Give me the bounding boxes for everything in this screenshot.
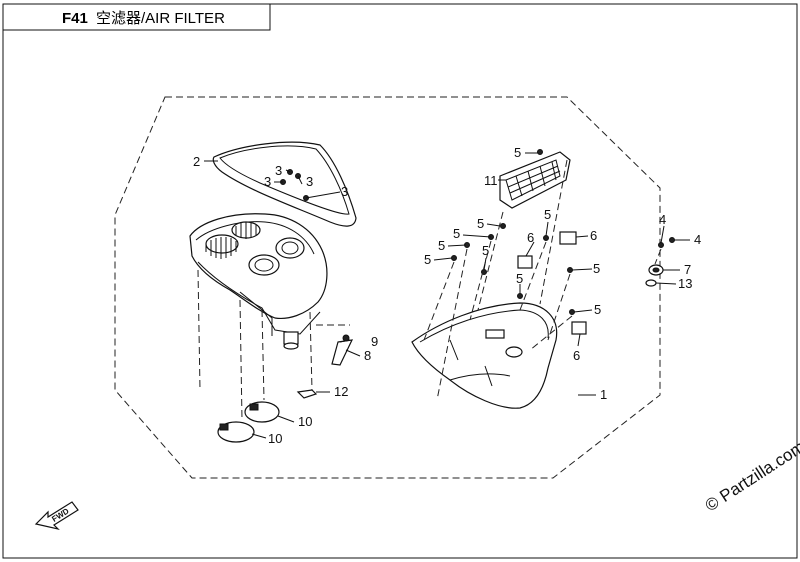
callout-2: 2 <box>193 154 200 169</box>
callout-5: 5 <box>453 226 460 241</box>
callout-12: 12 <box>334 384 348 399</box>
callout-3: 3 <box>264 174 271 189</box>
fwd-arrow-icon: FWD <box>34 501 79 531</box>
callout-5: 5 <box>594 302 601 317</box>
callout-6: 6 <box>527 230 534 245</box>
part-6-rubber-blocks <box>517 231 587 335</box>
callout-1: 1 <box>600 387 607 402</box>
title-box: F41 空滤器/AIR FILTER <box>2 3 271 31</box>
callout-5: 5 <box>544 207 551 222</box>
watermark-text: © Partzilla.com <box>702 437 800 515</box>
intake-duct <box>205 221 261 259</box>
diagram-title: 空滤器/AIR FILTER <box>96 10 225 27</box>
alignment-lines <box>197 159 662 421</box>
callout-11: 11 <box>484 173 498 188</box>
callout-5: 5 <box>516 271 523 286</box>
callout-9: 9 <box>371 334 378 349</box>
part-8-9-12-drain-parts <box>296 334 354 399</box>
part-11-filter-element <box>499 151 571 209</box>
page-frame <box>2 3 798 559</box>
air-box-upper <box>189 213 328 350</box>
leader-lines <box>204 152 690 439</box>
callout-5: 5 <box>438 238 445 253</box>
diagram-code: F41 <box>62 10 88 27</box>
callout-3: 3 <box>306 174 313 189</box>
callout-10: 10 <box>268 431 282 446</box>
assembly-outline <box>114 96 661 479</box>
part-1-lower-housing <box>411 302 558 409</box>
callout-5: 5 <box>514 145 521 160</box>
callout-5: 5 <box>482 243 489 258</box>
callout-3: 3 <box>275 163 282 178</box>
part-5-screws <box>451 149 575 315</box>
callout-5: 5 <box>593 261 600 276</box>
callout-6: 6 <box>573 348 580 363</box>
part-10-hose-clamps <box>217 401 280 443</box>
callout-3: 3 <box>341 184 348 199</box>
callout-4: 4 <box>659 212 666 227</box>
callout-4: 4 <box>694 232 701 247</box>
callout-13: 13 <box>678 276 692 291</box>
callout-8: 8 <box>364 348 371 363</box>
callout-7: 7 <box>684 262 691 277</box>
callout-labels: 2 3 3 3 3 5 11 5 5 5 5 5 5 5 5 5 6 6 6 4… <box>193 145 701 446</box>
callout-6: 6 <box>590 228 597 243</box>
callout-10: 10 <box>298 414 312 429</box>
callout-5: 5 <box>477 216 484 231</box>
callout-5: 5 <box>424 252 431 267</box>
